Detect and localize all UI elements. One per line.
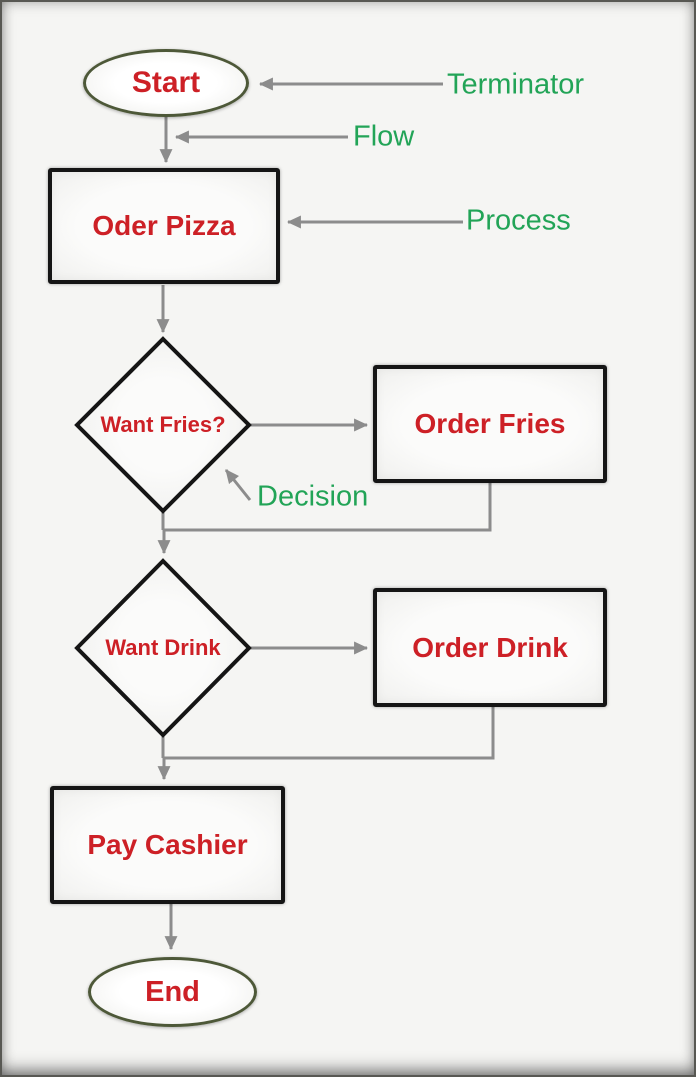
- connector-order-fries-return-to-want-drink: [157, 483, 490, 555]
- node-end: End: [88, 957, 257, 1027]
- decision-want-drink-shape: [77, 561, 249, 735]
- node-want-drink-label: Want Drink: [105, 635, 221, 660]
- node-order-drink-label: Order Drink: [412, 631, 568, 663]
- legend-arrow-decision: [226, 470, 250, 500]
- legend-flow-label: Flow: [353, 120, 415, 153]
- node-order-drink: Order Drink: [373, 588, 607, 707]
- legend-process: Process: [466, 205, 571, 238]
- node-want-fries: Want Fries?: [78, 405, 248, 445]
- legend-terminator-label: Terminator: [447, 68, 584, 101]
- node-want-drink: Want Drink: [78, 628, 248, 668]
- legend-terminator: Terminator: [447, 69, 584, 102]
- connector-order-drink-return-to-pay-cashier: [157, 707, 493, 781]
- node-order-pizza-label: Oder Pizza: [92, 210, 236, 241]
- legend-decision-label: Decision: [257, 480, 369, 513]
- node-want-fries-label: Want Fries?: [100, 412, 226, 437]
- decision-want-fries-shape: [77, 339, 249, 511]
- node-start: Start: [83, 49, 249, 117]
- node-end-label: End: [145, 975, 200, 1008]
- node-order-pizza: Oder Pizza: [48, 168, 280, 284]
- node-pay-cashier: Pay Cashier: [50, 786, 285, 904]
- node-pay-cashier-label: Pay Cashier: [87, 829, 248, 860]
- legend-process-label: Process: [466, 204, 571, 237]
- node-order-fries: Order Fries: [373, 365, 607, 483]
- legend-decision: Decision: [257, 481, 368, 514]
- legend-flow: Flow: [353, 121, 414, 154]
- node-start-label: Start: [131, 66, 201, 99]
- node-order-fries-label: Order Fries: [414, 408, 566, 439]
